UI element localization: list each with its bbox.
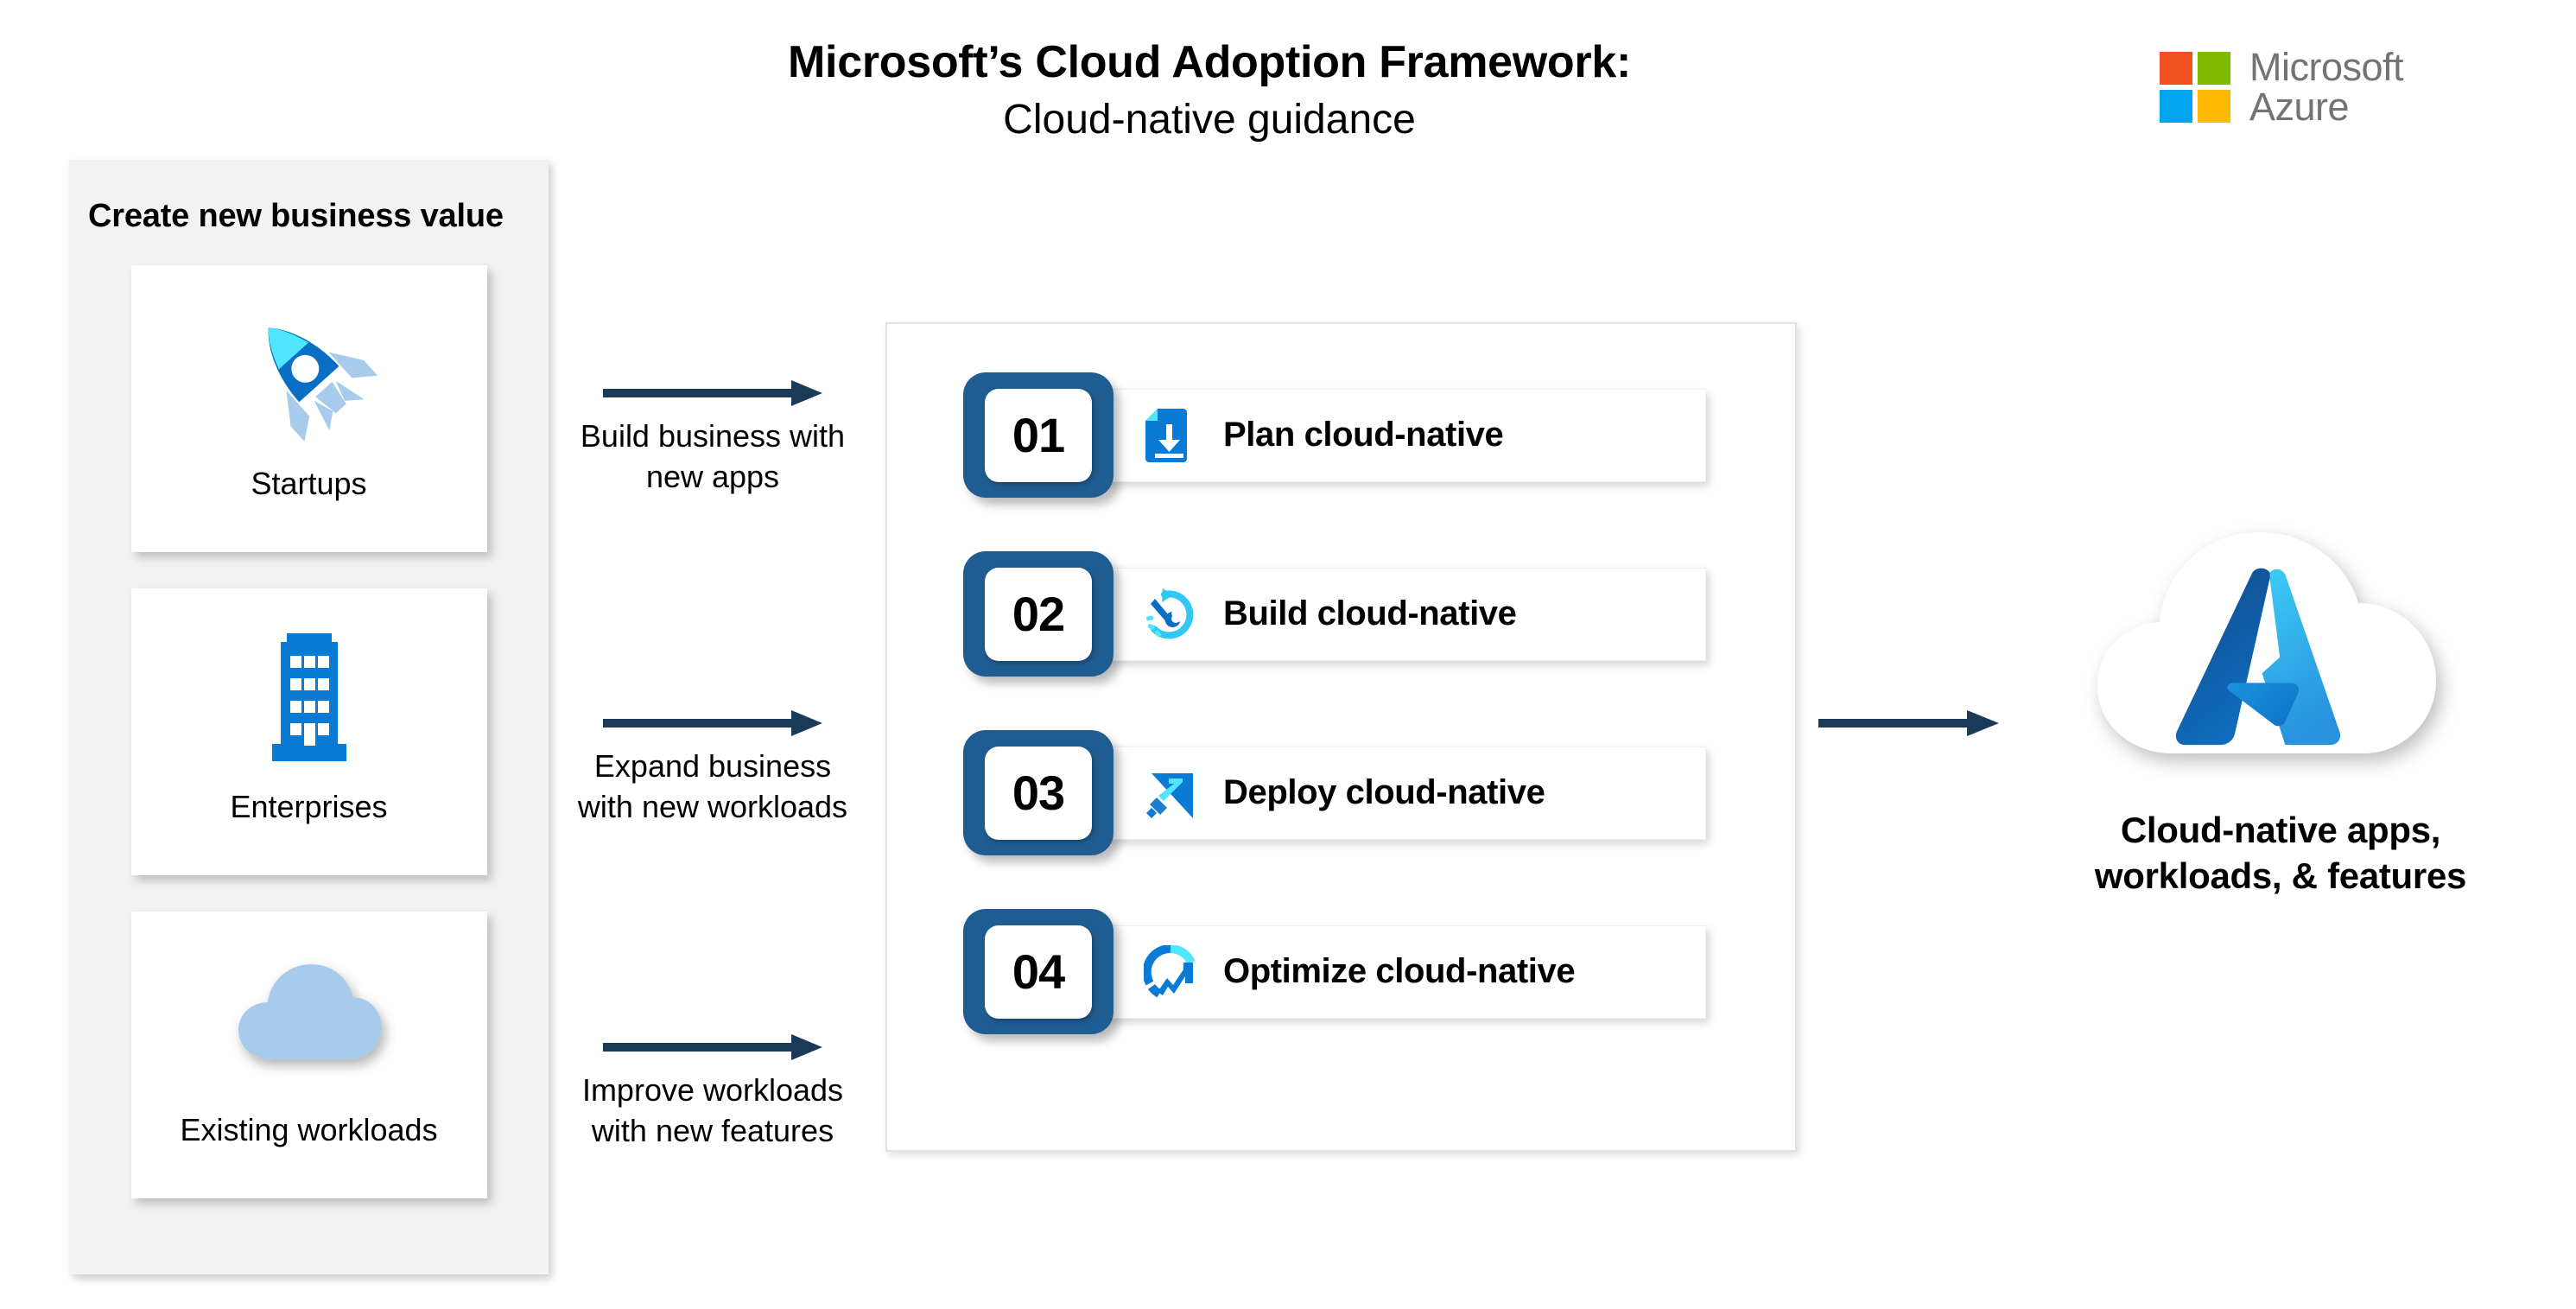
outcome-block: Cloud-native apps, workloads, & features <box>2034 508 2527 899</box>
step-label: Optimize cloud-native <box>1223 952 1576 990</box>
azure-cloud-icon <box>2034 508 2527 793</box>
brand-wordmark: Microsoft Azure <box>2249 45 2404 129</box>
logo-square-yellow <box>2198 89 2230 123</box>
step-row[interactable]: 01 Plan cloud-native <box>963 372 1795 498</box>
transition-arrow-group-3: Improve workloads with new features <box>570 1033 855 1152</box>
step-number-badge: 02 <box>963 551 1114 677</box>
transition-arrow-label: Build business with new apps <box>580 418 846 494</box>
outcome-arrow-right-icon <box>1818 710 1999 736</box>
microsoft-azure-logo: Microsoft Azure <box>2160 45 2404 129</box>
step-row[interactable]: 04 Optimize cloud-nativ <box>963 909 1795 1034</box>
launch-arrow-icon <box>1144 766 1197 820</box>
rocket-icon <box>227 283 391 464</box>
step-label: Deploy cloud-native <box>1223 773 1545 811</box>
arrow-right-icon <box>602 1034 822 1060</box>
step-number-badge-inner: 03 <box>985 746 1092 840</box>
step-number-badge-inner: 02 <box>985 567 1092 661</box>
audience-card-enterprises[interactable]: Enterprises <box>130 588 487 875</box>
page-title: Microsoft’s Cloud Adoption Framework: Cl… <box>605 36 1814 146</box>
title-line-2: Cloud-native guidance <box>1003 97 1416 143</box>
step-number-badge: 03 <box>963 730 1114 855</box>
document-download-icon <box>1144 408 1197 462</box>
logo-square-green <box>2198 51 2230 85</box>
brand-azure: Azure <box>2249 84 2350 129</box>
logo-square-blue <box>2160 89 2192 123</box>
step-label: Plan cloud-native <box>1223 416 1504 454</box>
donut-trend-up-icon <box>1144 944 1197 999</box>
outcome-caption: Cloud-native apps, workloads, & features <box>2094 810 2467 897</box>
transition-arrow-group-1: Build business with new apps <box>570 378 855 498</box>
transition-arrow-label: Expand business with new workloads <box>577 748 848 824</box>
title-line-1: Microsoft’s Cloud Adoption Framework: <box>788 37 1631 87</box>
step-label: Build cloud-native <box>1223 594 1517 632</box>
audience-card-label: Existing workloads <box>180 1112 438 1147</box>
cloud-icon <box>223 929 396 1110</box>
step-bar[interactable]: Deploy cloud-native <box>1101 746 1706 840</box>
step-number: 04 <box>1012 944 1065 999</box>
step-number: 01 <box>1012 408 1065 462</box>
arrow-right-icon <box>602 380 822 406</box>
step-bar[interactable]: Plan cloud-native <box>1101 388 1706 482</box>
transition-arrow-group-2: Expand business with new workloads <box>570 709 855 828</box>
step-row[interactable]: 02 <box>963 551 1795 677</box>
step-row[interactable]: 03 Deploy cloud-native <box>963 730 1795 855</box>
logo-square-red <box>2160 51 2192 85</box>
cloud-native-steps-panel: 01 Plan cloud-native <box>885 322 1797 1152</box>
create-business-value-panel: Create new business value <box>69 160 549 1274</box>
audience-card-label: Startups <box>251 466 367 501</box>
step-number-badge-inner: 01 <box>985 388 1092 482</box>
step-bar[interactable]: Build cloud-native <box>1101 567 1706 661</box>
step-bar[interactable]: Optimize cloud-native <box>1101 925 1706 1019</box>
audience-card-startups[interactable]: Startups <box>130 265 487 552</box>
audience-card-label: Enterprises <box>230 789 388 824</box>
sidebar-heading: Create new business value <box>88 198 504 234</box>
audience-card-existing-workloads[interactable]: Existing workloads <box>130 912 487 1198</box>
audience-card-list: Startups <box>69 265 549 1198</box>
step-number-badge: 01 <box>963 372 1114 498</box>
arrow-right-icon <box>602 710 822 736</box>
step-number: 03 <box>1012 766 1065 820</box>
microsoft-logo-icon <box>2160 51 2230 123</box>
wrench-refresh-icon <box>1144 588 1197 641</box>
transition-arrow-label: Improve workloads with new features <box>581 1072 844 1148</box>
step-number-badge-inner: 04 <box>985 925 1092 1019</box>
office-building-icon <box>227 606 391 787</box>
steps-list: 01 Plan cloud-native <box>887 372 1795 1034</box>
step-number: 02 <box>1012 587 1065 641</box>
brand-microsoft: Microsoft <box>2249 45 2404 89</box>
step-number-badge: 04 <box>963 909 1114 1034</box>
